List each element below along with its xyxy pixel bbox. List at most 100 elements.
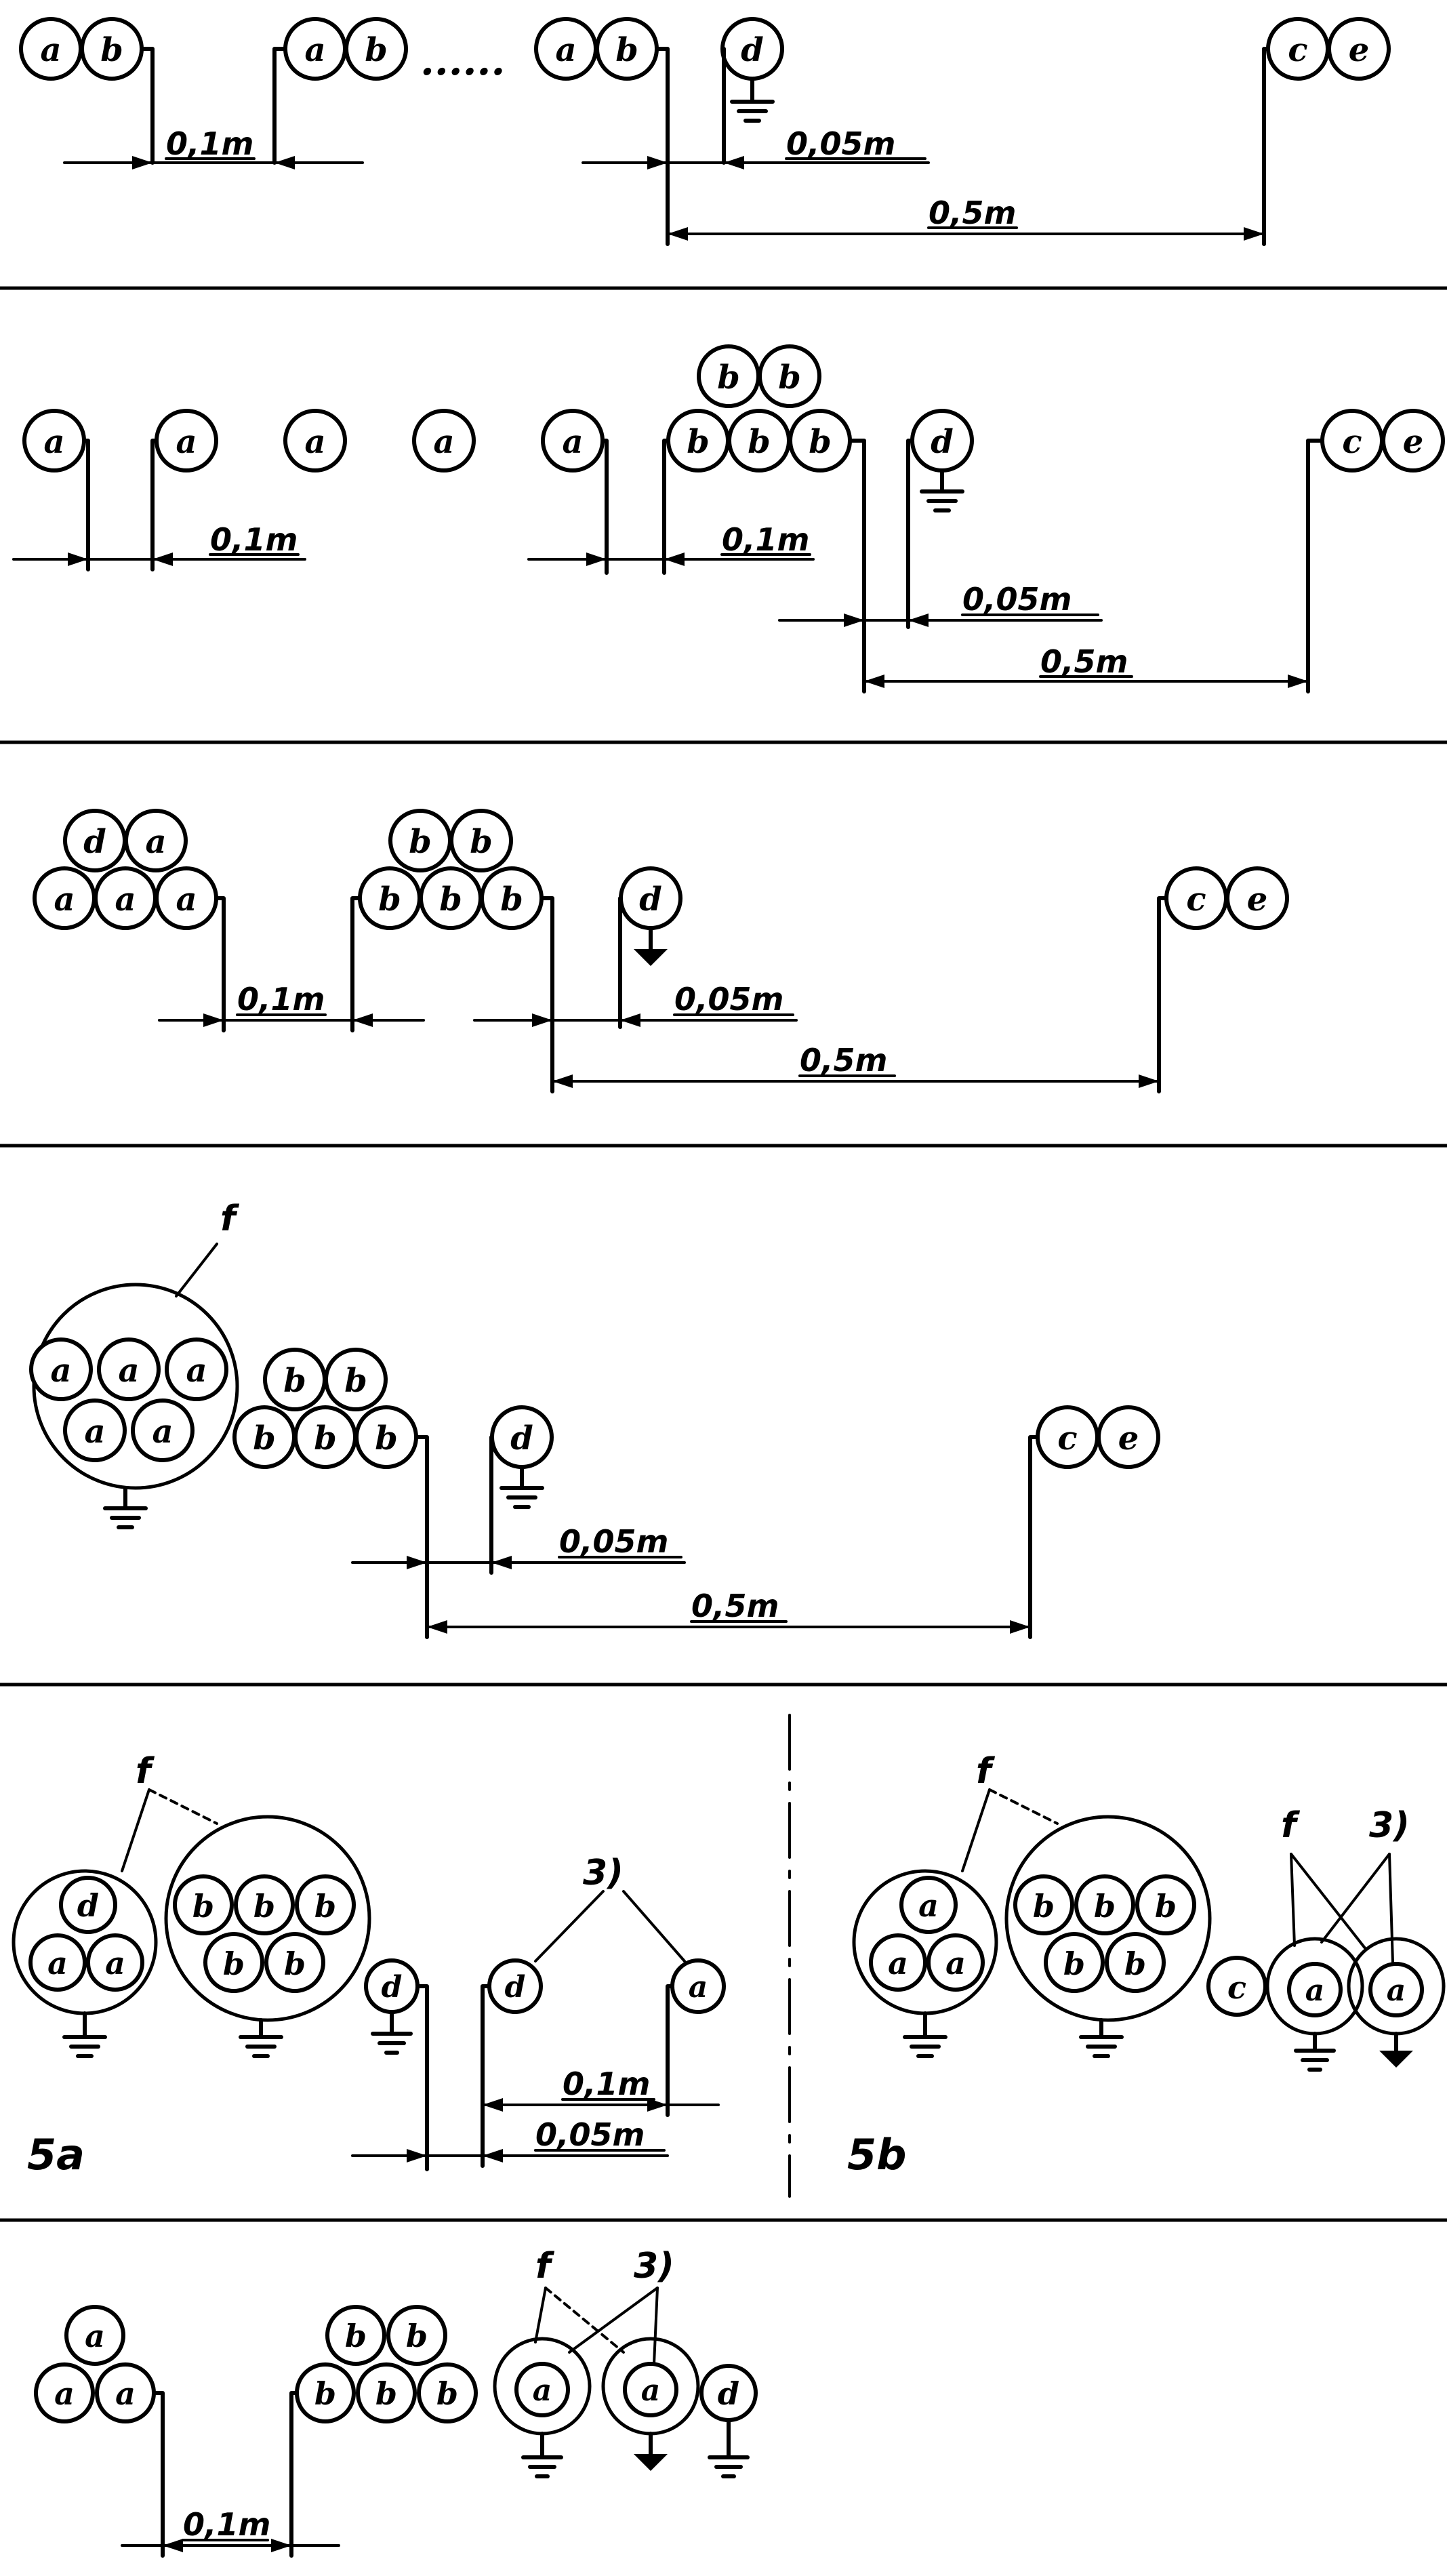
cable-label: b xyxy=(1063,1946,1085,1982)
cable-label: a xyxy=(1305,1973,1325,2008)
section-6: a a a b b b b b a a xyxy=(34,2246,758,2558)
cable-label: a xyxy=(888,1945,908,1981)
cable-label: b xyxy=(439,881,462,919)
cable-label: a xyxy=(304,423,325,461)
cable-label: b xyxy=(375,2375,397,2412)
note-label-3: 3) xyxy=(1369,1805,1410,1846)
dimension-0-5m: 0,5m xyxy=(666,195,1265,241)
cable-a-5a: a xyxy=(666,1958,726,2117)
cable-label: a xyxy=(918,1887,939,1924)
cable-group-ab-3: a b xyxy=(534,17,670,246)
cable-label: a xyxy=(47,1945,68,1981)
cable-label: c xyxy=(1186,881,1206,919)
leader-label-f: f xyxy=(976,1751,996,1792)
cable-label: b xyxy=(253,1420,276,1457)
cable-label: b xyxy=(344,1362,367,1400)
cable-d-5a: d xyxy=(481,1958,543,2168)
panel-label-5b: 5b xyxy=(847,2130,907,2179)
note-label-3: 3) xyxy=(634,2246,674,2287)
dimension-label: 0,5m xyxy=(800,1042,887,1079)
dimension-0-05m: 0,05m xyxy=(351,1523,686,1569)
cable-label: d xyxy=(741,31,764,69)
dimension-label: 0,05m xyxy=(962,581,1072,618)
cable-d-earthed-1: d xyxy=(720,17,784,165)
panel-label-5a: 5a xyxy=(27,2130,85,2179)
cable-label: b xyxy=(283,1362,306,1400)
earth-icon xyxy=(500,1465,544,1509)
cable-label: b xyxy=(615,31,638,69)
dimension-0-1m: 0,1m xyxy=(63,125,364,169)
cable-bundle-a: a a a xyxy=(34,2305,165,2558)
cable-label: b xyxy=(748,423,771,461)
cable-label: a xyxy=(176,881,197,919)
dimension-label: 0,1m xyxy=(183,2506,270,2543)
cable-d-earthed-3: d xyxy=(618,866,682,1029)
cable-label: b xyxy=(365,31,388,69)
cable-label: b xyxy=(809,423,832,461)
cable-label: c xyxy=(1057,1420,1077,1457)
cable-label: b xyxy=(778,359,801,397)
sheathed-bundle-b: b b b b b xyxy=(164,1815,371,2058)
cable-label: a xyxy=(118,1352,139,1390)
cable-label: e xyxy=(1247,881,1268,919)
cable-label: b xyxy=(192,1888,214,1925)
leader-3-5a: 3) xyxy=(534,1853,686,1963)
section-5a: d a a b b b b b xyxy=(12,1751,726,2179)
dimension-0-05m: 0,05m xyxy=(582,125,930,169)
sheathed-bundle-a: a a a a a f xyxy=(29,1199,240,1529)
cable-label: a xyxy=(54,2375,75,2412)
dimension-label: 0,5m xyxy=(691,1588,779,1624)
dimension-label: 0,05m xyxy=(674,981,783,1018)
dimension-0-5m: 0,5m xyxy=(551,1042,1160,1088)
cable-label: c xyxy=(1342,423,1362,461)
sheathed-bundle-b: b b b b b xyxy=(1004,1815,1212,2058)
cable-label: a xyxy=(40,31,61,69)
cable-label: b xyxy=(223,1946,245,1982)
cable-label: b xyxy=(253,1888,275,1925)
earth-icon xyxy=(1079,2018,1124,2058)
cable-label: d xyxy=(382,1970,403,2005)
leader-f-5a: f xyxy=(121,1751,218,1872)
cable-label: e xyxy=(1403,423,1424,461)
cable-label: d xyxy=(931,423,954,461)
cable-label: d xyxy=(718,2375,739,2412)
leader-label-f: f xyxy=(535,2246,555,2287)
dimension-label: 0,05m xyxy=(786,125,895,162)
earth-icon xyxy=(1379,2032,1413,2068)
cable-label: b xyxy=(378,881,401,919)
leader-label-f: f xyxy=(1281,1805,1301,1846)
section-1: a b a b ...... a b d c e xyxy=(19,17,1391,246)
cable-label: a xyxy=(84,1413,105,1451)
section-5b: a a a b b b b b xyxy=(847,1751,1446,2179)
cable-label: b xyxy=(406,2318,428,2354)
dimension-0-1m: 0,1m xyxy=(481,2066,720,2112)
dimension-0-05m: 0,05m xyxy=(473,981,798,1027)
single-cable-a: a xyxy=(150,409,218,571)
dimension-0-1m: 0,1m xyxy=(12,521,306,566)
cable-label: b xyxy=(687,423,710,461)
cable-label: a xyxy=(115,881,136,919)
continuation-dots: ...... xyxy=(420,37,505,85)
section-separators xyxy=(0,286,1447,2222)
cable-label: b xyxy=(470,823,493,861)
earth-icon xyxy=(920,468,964,512)
single-cable-a: a xyxy=(283,409,347,472)
sheathed-cable-a: a xyxy=(1347,1937,1446,2068)
earth-icon xyxy=(634,2432,668,2471)
note-label-3: 3) xyxy=(583,1853,624,1893)
cable-d-earthed-6: d xyxy=(699,2364,758,2478)
cable-label: a xyxy=(176,423,197,461)
leaders-f-3-6: f 3) xyxy=(534,2246,674,2365)
sheathed-cable-a: a xyxy=(493,2337,592,2478)
cable-d-earthed-2: d xyxy=(906,409,974,629)
cable-label: a xyxy=(145,823,166,861)
earth-icon xyxy=(634,926,668,966)
cable-label: b xyxy=(345,2318,367,2354)
cable-label: b xyxy=(375,1420,398,1457)
single-cable-a: a xyxy=(22,409,90,571)
cable-bundle-b: b b b b b xyxy=(662,344,866,693)
cable-label: b xyxy=(314,2375,336,2412)
cable-label: d xyxy=(505,1970,526,2005)
cable-label: b xyxy=(1094,1888,1116,1925)
